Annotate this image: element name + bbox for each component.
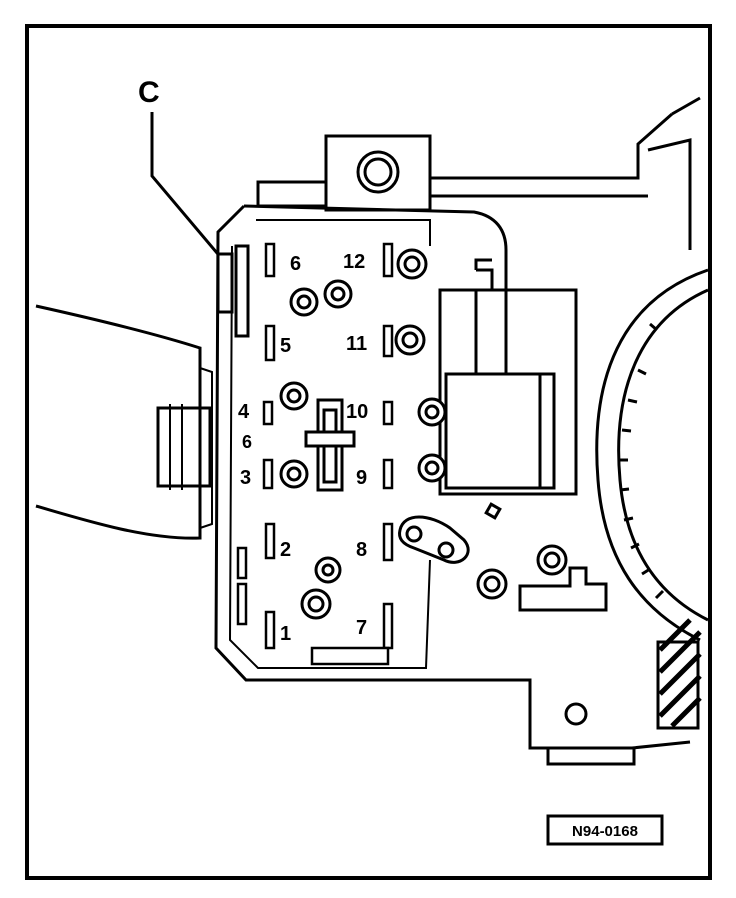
mounting-boss: [256, 112, 673, 212]
pin-label-9: 9: [356, 467, 367, 489]
pin-label-10: 10: [346, 401, 368, 423]
pin-label-3: 3: [240, 467, 251, 489]
right-housing: [595, 96, 709, 730]
pin-label-1: 1: [280, 623, 291, 645]
pin-label-8: 8: [356, 539, 367, 561]
pin-label-11: 11: [346, 333, 367, 355]
pin-label-12: 12: [343, 251, 365, 273]
link-bracket: [398, 515, 470, 564]
contact-holes: [279, 248, 568, 620]
callout-leader: [150, 112, 250, 338]
center-switch: [304, 398, 356, 492]
figure-id-tag: N94-0168: [546, 814, 664, 846]
callout-label-c: C: [138, 76, 160, 109]
figure-id: N94-0168: [572, 823, 638, 840]
pin-slots: [236, 242, 394, 666]
outer-frame: [25, 24, 712, 880]
small-bracket: [518, 566, 608, 612]
column-housing: [35, 304, 213, 540]
relay-block: [438, 258, 578, 520]
pin-labels: 6 12 5 11 4 10 6 3 9 2 8 1 7: [238, 251, 368, 645]
extra-mark: 6: [242, 432, 252, 452]
pin-label-7: 7: [356, 617, 367, 639]
pin-label-6: 6: [290, 253, 301, 275]
pin-label-4: 4: [238, 401, 250, 423]
pin-label-5: 5: [280, 335, 291, 357]
pin-label-2: 2: [280, 539, 291, 561]
